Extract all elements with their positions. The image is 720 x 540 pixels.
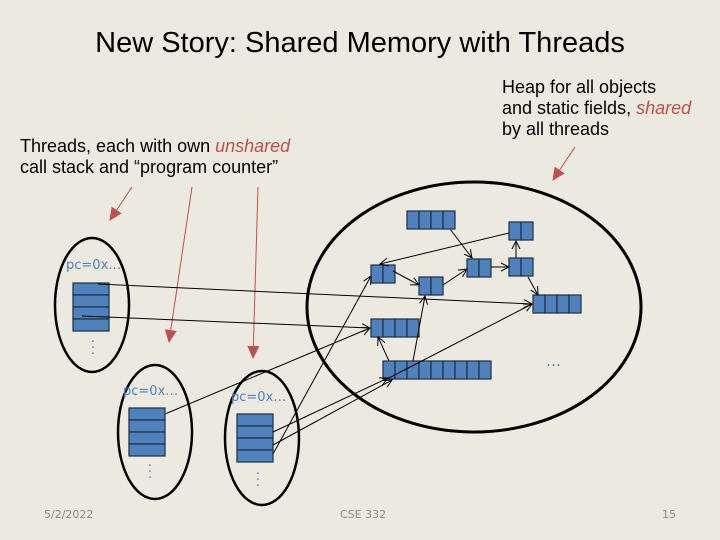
- heap-object-obj-c: [466, 258, 492, 278]
- object-field: [520, 221, 534, 241]
- object-field: [370, 264, 384, 284]
- heap-callout-arrow: [552, 146, 576, 181]
- object-field: [430, 360, 444, 380]
- object-field: [382, 264, 396, 284]
- ref-t2-to-f: [164, 328, 370, 415]
- ref-top-to-c: [449, 228, 472, 258]
- heap-note-line3: by all threads: [502, 119, 610, 139]
- thread-1-pc-label: pc=0x…: [66, 258, 122, 273]
- thread-1-region: [53, 236, 131, 374]
- heap-object-obj-array: [382, 360, 492, 380]
- references: [81, 228, 538, 455]
- threads-note-line2: call stack and “program counter”: [20, 157, 279, 177]
- threads-note-line1: Threads, each with own unshared: [20, 136, 291, 156]
- object-field: [520, 257, 534, 277]
- object-field: [466, 258, 480, 278]
- object-field: [418, 360, 432, 380]
- ref-a-to-b: [392, 270, 419, 285]
- ref-t3-to-a: [272, 276, 371, 455]
- shared-emphasis: shared: [636, 98, 692, 118]
- ref-e-to-a: [380, 232, 510, 264]
- object-field: [544, 294, 558, 314]
- heap-object-obj-f: [370, 318, 420, 338]
- object-field: [478, 360, 492, 380]
- heap-note-line1: Heap for all objects: [502, 77, 657, 97]
- stack-frame: [72, 318, 110, 332]
- object-field: [382, 318, 396, 338]
- stack-frame: [72, 282, 110, 296]
- heap-object-obj-g: [532, 294, 582, 314]
- more-heap-objects: …: [546, 352, 561, 370]
- heap-object-obj-b: [418, 276, 444, 296]
- thread3-callout-arrow: [247, 186, 260, 359]
- thread-2-pc-label: pc=0x…: [123, 384, 179, 399]
- stack-frame: [72, 294, 110, 308]
- thread2-callout-arrow: [164, 186, 193, 343]
- object-field: [394, 318, 408, 338]
- threads-note: Threads, each with own unshared call sta…: [20, 136, 290, 178]
- object-field: [568, 294, 582, 314]
- object-field: [406, 318, 420, 338]
- heap-object-obj-a: [370, 264, 396, 284]
- thread-2-more-frames: ···: [147, 459, 153, 486]
- object-field: [418, 210, 432, 230]
- object-field: [478, 258, 492, 278]
- ref-t3-to-array-1: [272, 378, 388, 433]
- stack-frame: [128, 443, 166, 457]
- heap-note-line2: and static fields, shared: [502, 98, 692, 118]
- heap-object-obj-top: [406, 210, 456, 230]
- heap-object-obj-e: [508, 221, 534, 241]
- object-field: [532, 294, 546, 314]
- ref-t3-to-array-2: [272, 380, 392, 446]
- thread-3-pc-label: pc=0x…: [231, 390, 287, 405]
- ref-array-to-b: [412, 296, 425, 362]
- object-field: [454, 360, 468, 380]
- slide-title: New Story: Shared Memory with Threads: [95, 27, 625, 59]
- object-field: [466, 360, 480, 380]
- footer-page-number: 15: [662, 508, 676, 521]
- thread-3-call-stack: [236, 413, 274, 463]
- stack-frame: [128, 419, 166, 433]
- thread-3-more-frames: ···: [255, 467, 261, 494]
- thread-2-region: [116, 363, 194, 501]
- object-field: [508, 221, 522, 241]
- ref-array-to-f: [378, 337, 390, 362]
- ref-d-to-g: [527, 276, 538, 295]
- unshared-emphasis: unshared: [215, 136, 291, 156]
- stack-frame: [236, 413, 274, 427]
- ref-t1-to-g: [97, 283, 532, 304]
- object-field: [430, 210, 444, 230]
- heap-object-obj-d: [508, 257, 534, 277]
- ref-t1-to-f: [81, 315, 370, 328]
- object-field: [370, 318, 384, 338]
- object-field: [442, 210, 456, 230]
- stack-frame: [236, 425, 274, 439]
- thread-stacks: [72, 282, 274, 463]
- heap-note: Heap for all objects and static fields, …: [502, 77, 691, 140]
- object-field: [442, 360, 456, 380]
- thread-1-more-frames: ···: [90, 335, 96, 362]
- thread1-callout-arrow: [109, 186, 133, 221]
- object-field: [508, 257, 522, 277]
- footer-course: CSE 332: [340, 508, 387, 521]
- thread-2-call-stack: [128, 407, 166, 457]
- object-field: [556, 294, 570, 314]
- object-field: [418, 276, 432, 296]
- stack-frame: [128, 407, 166, 421]
- stack-frame: [236, 449, 274, 463]
- heap-region: [305, 180, 643, 434]
- ref-b-to-c: [442, 269, 467, 286]
- stack-frame: [236, 437, 274, 451]
- footer-date: 5/2/2022: [44, 508, 94, 521]
- heap-objects: [370, 210, 582, 380]
- stack-frame: [128, 431, 166, 445]
- thread-1-call-stack: [72, 282, 110, 332]
- ref-array-to-g: [384, 304, 532, 381]
- object-field: [406, 210, 420, 230]
- object-field: [430, 276, 444, 296]
- callout-arrows: [109, 146, 576, 359]
- thread-3-region: [223, 369, 301, 507]
